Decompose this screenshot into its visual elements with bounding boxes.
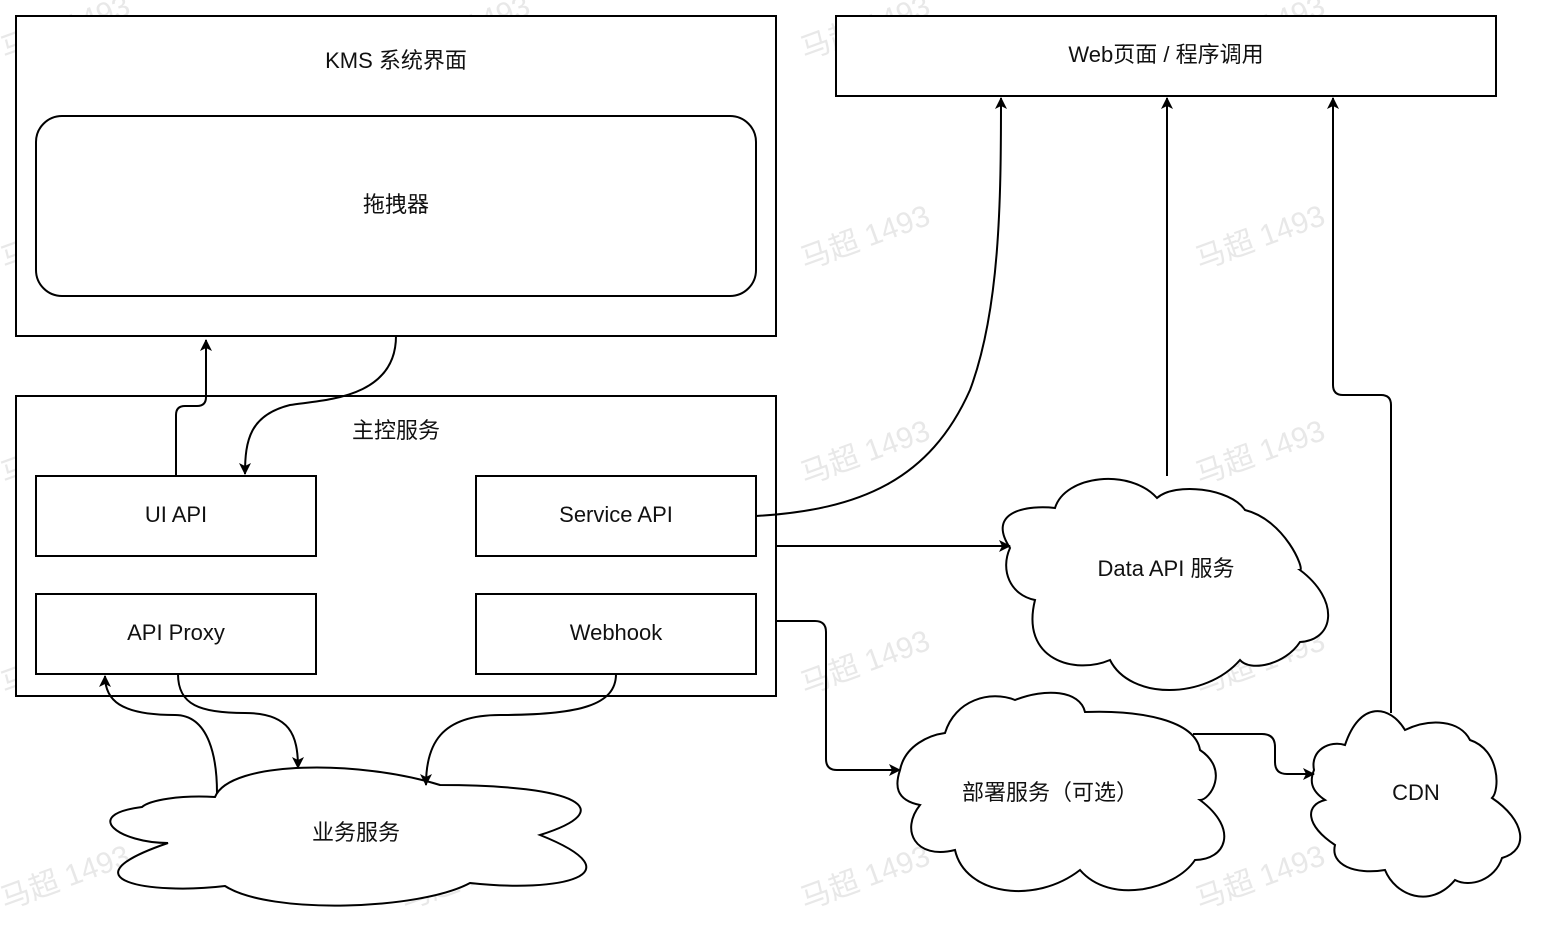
dragger-label: 拖拽器 [363,192,429,217]
data-api-cloud [1001,477,1330,691]
deploy-cloud [896,691,1226,892]
node-api-proxy[interactable]: API Proxy [35,593,317,675]
edge-api-proxy-to-business[interactable] [177,673,304,769]
web-client-box [835,15,1497,97]
watermark: 马超 1493 [0,839,134,916]
data-api-service-label: Data API 服务 [1098,556,1235,581]
ui-api-box [35,475,317,557]
node-business-service[interactable]: 业务服务 [109,766,588,907]
watermark: 马超 1493 [796,199,934,276]
watermark: 马超 1493 [1191,199,1329,276]
cdn-label: CDN [1392,780,1440,805]
webhook-label: Webhook [570,620,664,645]
edge-webhook-to-business[interactable] [420,673,617,786]
node-cdn[interactable]: CDN [1310,710,1522,898]
business-service-label: 业务服务 [312,820,400,845]
watermark: 马超 1493 [796,839,934,916]
node-dragger[interactable]: 拖拽器 [35,115,757,297]
cdn-cloud [1310,710,1522,898]
edges [99,97,1392,794]
watermark: 马超 1493 [796,414,934,491]
edge-cdn-to-web-client[interactable] [1327,97,1392,713]
edge-service-api-to-web-client[interactable] [755,97,1007,517]
api-proxy-box [35,593,317,675]
edge-master-to-deploy[interactable] [776,620,901,776]
node-web-client[interactable]: Web页面 / 程序调用 [835,15,1497,97]
master-service-label: 主控服务 [352,418,440,443]
watermark: 马超 1493 [796,624,934,701]
ui-api-label: UI API [145,502,207,527]
dragger-box [35,115,757,297]
kms-ui-label: KMS 系统界面 [325,48,467,73]
api-proxy-label: API Proxy [127,620,225,645]
edge-business-to-api-proxy[interactable] [99,675,218,794]
node-ui-api[interactable]: UI API [35,475,317,557]
node-webhook[interactable]: Webhook [475,593,757,675]
edge-ui-api-to-kms-ui[interactable] [175,339,212,476]
watermark: 马超 1493 [1191,414,1329,491]
service-api-box [475,475,757,557]
edge-kms-ui-to-ui-api[interactable] [239,335,397,475]
node-deploy-service[interactable]: 部署服务（可选） [896,691,1226,892]
deploy-service-label: 部署服务（可选） [962,780,1138,805]
node-service-api[interactable]: Service API [475,475,757,557]
web-client-label: Web页面 / 程序调用 [1068,42,1263,67]
node-data-api-service[interactable]: Data API 服务 [1001,477,1330,691]
webhook-box [475,593,757,675]
service-api-label: Service API [559,502,673,527]
edge-deploy-to-cdn[interactable] [1193,733,1315,780]
